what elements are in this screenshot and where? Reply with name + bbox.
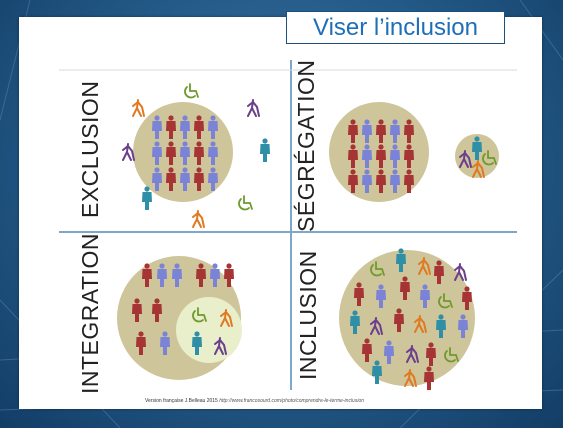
integration-inner-circle <box>176 297 242 363</box>
integration-label: INTEGRATION <box>77 233 103 394</box>
person-icon <box>260 138 270 162</box>
walking-person-icon <box>122 137 135 161</box>
walking-person-icon <box>132 93 145 117</box>
slide-title: Viser l’inclusion <box>286 11 505 44</box>
walking-person-icon <box>247 93 260 117</box>
inclusion-diagram <box>59 60 517 390</box>
credit-text: Version française J.Belleau 2015 <box>145 398 218 404</box>
segregation-label: SÉGRÉGATION <box>293 59 319 233</box>
wheelchair-icon <box>184 77 199 99</box>
segregation-quadrant <box>329 102 499 202</box>
exclusion-label: EXCLUSION <box>77 80 103 218</box>
image-credit: Version française J.Belleau 2015 http://… <box>145 398 364 404</box>
credit-url[interactable]: http://www.francosourd.com/photo/compren… <box>219 398 365 404</box>
wheelchair-icon <box>238 189 253 211</box>
inclusion-quadrant <box>339 248 475 390</box>
inclusion-circle <box>339 250 475 386</box>
walking-cane-icon <box>192 204 205 228</box>
exclusion-quadrant <box>122 77 270 228</box>
inclusion-label: INCLUSION <box>295 250 321 380</box>
integration-quadrant <box>117 256 242 380</box>
